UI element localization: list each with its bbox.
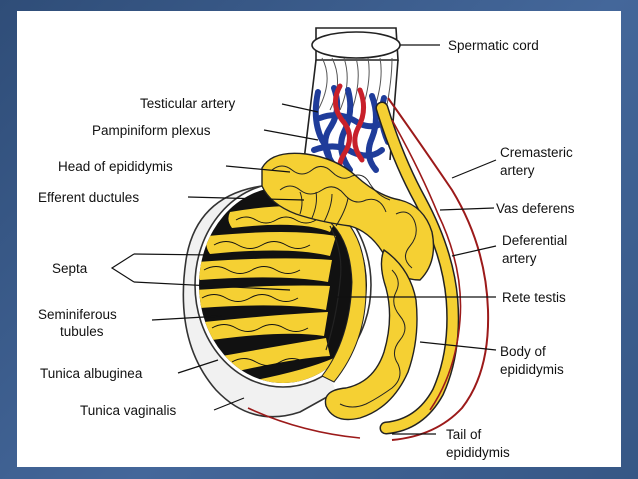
label-septa: Septa — [52, 261, 88, 276]
body-of-epididymis — [324, 248, 418, 421]
label-tail-of-epididymis-line2: epididymis — [446, 445, 510, 460]
head-of-epididymis — [261, 152, 435, 281]
label-efferent-ductules: Efferent ductules — [38, 190, 139, 205]
label-seminiferous-tubules-line1: Seminiferous — [38, 307, 117, 322]
leader-lines — [110, 44, 497, 435]
label-body-of-epididymis-line2: epididymis — [500, 362, 564, 377]
deferential-artery-vessel — [391, 119, 462, 411]
label-deferential-artery-line1: Deferential — [502, 233, 567, 248]
vas-deferens-tube — [375, 101, 460, 435]
spermatic-cord-illustration — [303, 27, 401, 161]
efferent-ductules — [299, 191, 349, 227]
cremasteric-artery-vessel — [387, 97, 490, 441]
label-pampiniform-plexus: Pampiniform plexus — [92, 123, 211, 138]
label-tunica-vaginalis: Tunica vaginalis — [80, 403, 177, 418]
label-body-of-epididymis-line1: Body of — [500, 344, 546, 359]
label-vas-deferens: Vas deferens — [496, 201, 575, 216]
label-cremasteric-artery-line2: artery — [500, 163, 535, 178]
label-tail-of-epididymis-line1: Tail of — [446, 427, 482, 442]
label-tunica-albuginea: Tunica albuginea — [40, 366, 143, 381]
label-spermatic-cord: Spermatic cord — [448, 38, 539, 53]
label-deferential-artery-line2: artery — [502, 251, 537, 266]
label-head-of-epididymis: Head of epididymis — [58, 159, 173, 174]
label-cremasteric-artery-line1: Cremasteric — [500, 145, 573, 160]
label-testicular-artery: Testicular artery — [140, 96, 236, 111]
label-rete-testis: Rete testis — [502, 290, 566, 305]
label-seminiferous-tubules-line2: tubules — [60, 324, 104, 339]
tubule-coils — [201, 216, 317, 366]
